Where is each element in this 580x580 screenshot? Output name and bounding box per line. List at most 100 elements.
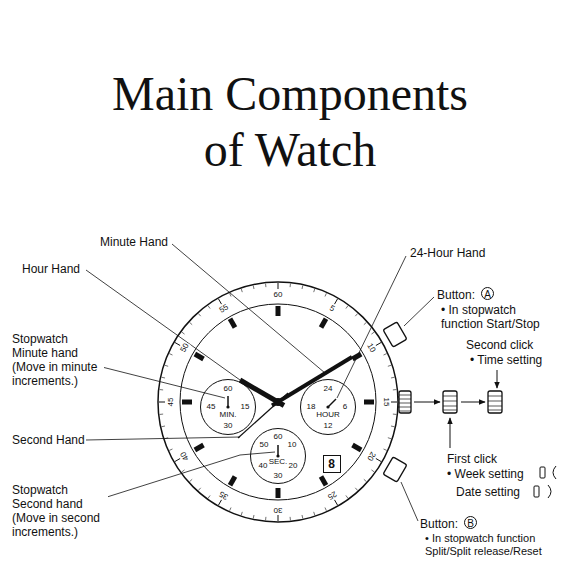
hour-marker [182, 400, 192, 405]
bezel-tick [162, 377, 165, 379]
bezel-ticks [159, 283, 397, 521]
hour-marker [351, 443, 362, 452]
subdial-number: 30 [274, 472, 283, 480]
minute-subdial: 604515MIN.30 [200, 379, 256, 435]
bezel-tick [376, 343, 381, 346]
crown [399, 391, 411, 413]
hour-marker [364, 400, 374, 405]
bezel-tick [182, 332, 185, 334]
callout-label: • Week setting [447, 467, 524, 481]
bezel-number: 45 [167, 397, 175, 408]
bezel-tick [325, 508, 326, 511]
button-letter: B [464, 516, 477, 529]
hour-marker [276, 306, 281, 316]
first-click-arrow [450, 418, 451, 448]
bezel-tick [376, 459, 381, 462]
crown-knurl [399, 395, 411, 411]
bezel-tick [391, 377, 394, 379]
subdial-number: 12 [324, 422, 333, 430]
bezel-tick [371, 332, 374, 334]
callout-label: Button: [437, 288, 475, 302]
bezel-tick [384, 449, 387, 450]
bezel-tick [182, 470, 185, 472]
bezel-tick [335, 500, 338, 505]
button-b [383, 457, 407, 482]
center-cap [274, 398, 282, 406]
callout-label: Button: [420, 517, 458, 531]
bezel-tick [175, 343, 180, 346]
subdial-pivots [226, 405, 329, 457]
bezel-number: 30 [273, 506, 284, 514]
bezel-tick [175, 459, 180, 462]
subdial-number: MIN. [220, 411, 237, 419]
bezel-tick [290, 284, 291, 287]
bezel-tick [355, 314, 357, 317]
subdial-number: 45 [207, 403, 216, 411]
bezel-tick [393, 414, 396, 415]
hour-marker [228, 318, 237, 329]
bezel-tick [290, 517, 291, 520]
callout-label: • In stopwatch function Split/Split rele… [425, 532, 573, 558]
subdial-number: 40 [259, 462, 268, 470]
subdial-number: HOUR [316, 411, 340, 419]
crown-knurl [443, 396, 502, 410]
bezel-tick [160, 414, 163, 415]
bezel-tick [241, 289, 242, 292]
bezel-tick [384, 354, 387, 355]
pull-arrow [461, 402, 485, 403]
callout-label: • Time setting [470, 353, 542, 367]
bezel-tick [391, 402, 397, 403]
bezel-tick [198, 314, 200, 317]
bezel-tick [190, 479, 193, 481]
bezel-tick [162, 426, 165, 428]
hour-hand [240, 380, 284, 406]
bezel-tick [198, 488, 200, 491]
bezel-tick [346, 306, 348, 309]
bezel-tick [364, 479, 367, 481]
bezel-tick [265, 284, 266, 287]
bezel-tick [160, 389, 163, 390]
bezel-tick [388, 438, 391, 439]
bezel-tick [165, 365, 168, 366]
crown-first-click [443, 391, 457, 413]
bezel-tick [371, 470, 374, 472]
bezel-tick [388, 365, 391, 366]
bezel-tick [278, 283, 279, 289]
second-subdial: 605010SEC.402030 [250, 428, 306, 484]
bezel-tick [253, 286, 255, 289]
bezel-tick [265, 517, 266, 520]
bezel-tick [391, 426, 394, 428]
bezel-tick [159, 402, 165, 403]
bezel-tick [219, 299, 222, 304]
bezel-tick [169, 354, 172, 355]
callout-label: Second click [466, 338, 533, 352]
bezel-tick [393, 389, 396, 390]
bezel-tick [241, 512, 242, 515]
bezel-tick [364, 322, 367, 324]
callout-label: 24-Hour Hand [410, 246, 485, 260]
hour-marker [276, 488, 281, 498]
subdial-number: 24 [324, 385, 333, 393]
minute-hand [272, 357, 352, 406]
second-hand [238, 393, 288, 438]
date-number: 8 [328, 458, 335, 470]
bezel-tick [208, 495, 210, 498]
callout-label: First click [447, 452, 497, 466]
bezel-tick [314, 512, 315, 515]
callout-label: Stopwatch Minute hand (Move in minute in… [12, 332, 104, 388]
bezel-tick [346, 495, 348, 498]
subdial-number: 60 [224, 385, 233, 393]
subdial-number: 10 [288, 441, 297, 449]
button-letter: A [481, 287, 494, 300]
bezel-tick [278, 515, 279, 521]
callout-label: • In stopwatch function Start/Stop [441, 303, 559, 331]
subdial-number: 50 [260, 441, 269, 449]
hour-marker [319, 318, 328, 329]
hour-subdial: 24186HOUR12 [300, 379, 356, 435]
subdial-number: 6 [343, 403, 347, 411]
date-window: 8 [323, 455, 341, 473]
bezel-tick [325, 293, 326, 296]
callout-label: Date setting [456, 485, 520, 499]
hour-marker [228, 475, 237, 486]
